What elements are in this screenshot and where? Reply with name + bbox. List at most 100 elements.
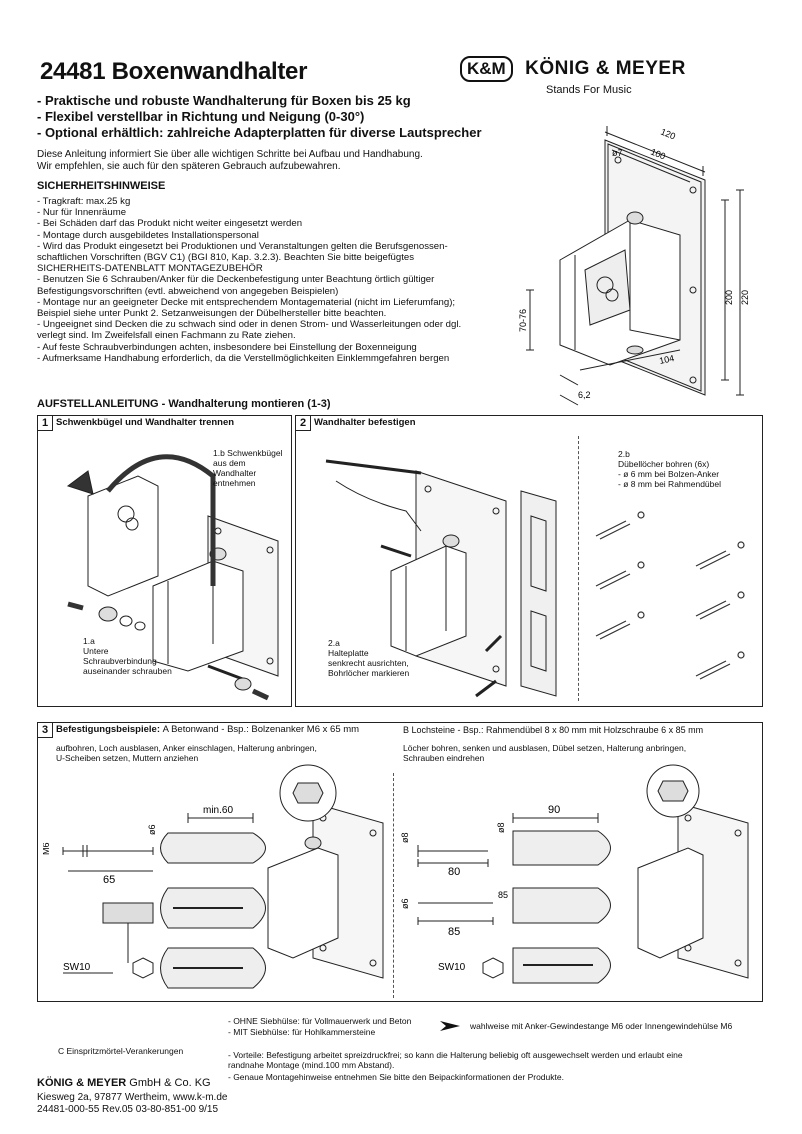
brand-name: KÖNIG & MEYER [525, 58, 686, 79]
spirit-level [520, 490, 557, 697]
label-90: 90 [548, 804, 560, 816]
caption-2a: 2.a Halteplatte senkrecht ausrichten, Bo… [328, 638, 410, 678]
mount-hole [689, 286, 697, 294]
safety-item: - Ungeeignet sind Decken die zu schwach … [37, 319, 462, 331]
step-number: 2 [296, 416, 311, 431]
feature-item: - Flexibel verstellbar in Richtung und N… [37, 109, 365, 124]
label-sw10: SW10 [438, 962, 466, 973]
label-d8-a: ø8 [400, 832, 410, 843]
mount-hole [614, 156, 622, 164]
pencil-icon [325, 459, 422, 475]
dim-70-76: 70-76 [518, 309, 528, 332]
intro-text: Diese Anleitung informiert Sie über alle… [37, 149, 423, 172]
brick-hole [512, 830, 611, 866]
feature-item: - Praktische und robuste Wandhalterung f… [37, 93, 411, 108]
step2-divider [578, 436, 579, 701]
dim-220: 220 [740, 290, 750, 305]
left-arrow-icon [67, 601, 84, 611]
step3-panel: 3 Befestigungsbeispiele: A Betonwand - B… [37, 722, 763, 1002]
swivel-bracket [87, 475, 159, 597]
step-number: 1 [38, 416, 53, 431]
page-title: 24481 Boxenwandhalter [40, 58, 308, 85]
note-mit: - MIT Siebhülse: für Hohlkammersteine [228, 1027, 376, 1037]
nut-icon [482, 957, 504, 979]
drill-bit-icon [695, 600, 731, 620]
example-b-title: B Lochsteine - Bsp.: Rahmendübel 8 x 80 … [403, 725, 704, 735]
brand-logo: K&M KÖNIG & MEYER Stands For Music [460, 56, 686, 96]
mount-hole [689, 186, 697, 194]
note-vorteile: - Vorteile: Befestigung arbeitet spreizd… [228, 1050, 683, 1070]
example-a-text: aufbohren, Loch ausblasen, Anker einschl… [56, 743, 317, 763]
brand-claim: Stands For Music [546, 84, 632, 96]
dimension-drawing: 120 100 ø7 200 220 70-76 104 6,2 [518, 126, 750, 406]
label-d6: ø6 [400, 898, 410, 909]
dim-hole: ø7 [612, 148, 623, 158]
safety-item: - Montage nur an geeigneter Decke mit en… [37, 296, 456, 308]
safety-item: schaftlichen Vorschriften (BGV C1) (BGI … [37, 252, 415, 264]
label-d8-b: ø8 [496, 822, 506, 833]
step-title: Schwenkbügel und Wandhalter trennen [56, 417, 235, 428]
nut [98, 606, 118, 622]
arrow-right-icon [440, 1021, 460, 1031]
caption-1b: 1.b Schwenkbügel aus dem Wandhalter entn… [213, 448, 283, 488]
footer-code: 24481-000-55 Rev.05 03-80-851-00 9/15 [37, 1104, 219, 1115]
safety-item: - Auf feste Schraubverbindungen achten, … [37, 341, 417, 353]
safety-item: - Bei Schäden darf das Produkt nicht wei… [37, 218, 303, 230]
lift-arrow-icon [106, 454, 216, 586]
safety-item: - Aufmerksame Handhabung erforderlich, d… [37, 352, 450, 364]
concrete-hole [160, 832, 266, 864]
safety-item: - Montage durch ausgebildetes Installati… [37, 229, 259, 241]
example-a-title: A Betonwand - Bsp.: Bolzenanker M6 x 65 … [162, 724, 360, 735]
drill-bit-icon [695, 660, 731, 680]
right-arrow-icon [251, 688, 270, 701]
label-sw10: SW10 [63, 962, 91, 973]
label-80: 80 [448, 866, 460, 878]
safety-item: - Wird das Produkt eingesetzt bei Produk… [37, 240, 448, 252]
feature-item: - Optional erhältlich: zahlreiche Adapte… [37, 125, 482, 140]
note-option: wahlweise mit Anker-Gewindestange M6 ode… [470, 1021, 733, 1031]
frame-dowel [417, 845, 488, 857]
step1-panel: 1 Schwenkbügel und Wandhalter trennen 1.… [37, 415, 292, 707]
step1-illustration [66, 454, 279, 701]
dim-104: 104 [658, 353, 675, 366]
safety-item: Befestigungsvorschriften (evtl. abweiche… [37, 285, 339, 297]
nut-icon [132, 957, 154, 979]
note-genau: - Genaue Montagehinweise entnehmen Sie b… [228, 1072, 564, 1082]
safety-item: verlegt sind. Im Zweifelsfall einen Fach… [37, 330, 296, 342]
step3-divider [393, 773, 394, 998]
mount-hole [689, 376, 697, 384]
drill-bit-icon [595, 520, 631, 540]
drill-holes-illustration [595, 511, 745, 680]
label-85-b: 85 [448, 926, 460, 938]
footer-company: KÖNIG & MEYER GmbH & Co. KG [37, 1077, 211, 1089]
step2-illustration [325, 459, 557, 698]
drill-bit-icon [695, 550, 731, 570]
dim-200: 200 [724, 290, 734, 305]
step2-panel: 2 Wandhalter befestigen 2.b Dübellöcher … [295, 415, 763, 707]
anchor-bolt [62, 847, 154, 855]
bolt-head [234, 677, 252, 691]
label-min60: min.60 [203, 805, 233, 816]
example-b-illustration: ø8 ø8 90 80 ø6 85 85 SW10 [400, 764, 749, 984]
safety-item: - Nur für Innenräume [37, 207, 127, 219]
step-title: Wandhalter befestigen [314, 417, 416, 428]
caption-2b: 2.b Dübellöcher bohren (6x) - ø 6 mm bei… [618, 449, 721, 489]
safety-item: - Benutzen Sie 6 Schrauben/Anker für die… [37, 274, 435, 286]
dim-6-2: 6,2 [578, 390, 591, 400]
arrow-head-icon [66, 470, 94, 495]
note-ohne: - OHNE Siebhülse: für Vollmauerwerk und … [228, 1016, 412, 1026]
label-65: 65 [103, 874, 115, 886]
drill-bit-icon [595, 570, 631, 590]
step-number: 3 [38, 723, 53, 738]
safety-list: - Tragkraft: max.25 kg - Nur für Innenrä… [37, 196, 461, 364]
label-m6: M6 [43, 842, 51, 855]
caption-1a: 1.a Untere Schraubverbindung auseinander… [83, 636, 172, 676]
hammer-icon [102, 902, 154, 924]
dim-120: 120 [659, 127, 677, 142]
label-85-a: 85 [498, 890, 508, 900]
example-a-illustration: M6 ø6 min.60 65 SW10 [43, 764, 384, 989]
top-bolt [626, 211, 644, 225]
safety-item: - Tragkraft: max.25 kg [37, 196, 131, 207]
km-logo-icon: K&M [460, 56, 513, 82]
feature-list: - Praktische und robuste Wandhalterung f… [37, 93, 482, 141]
